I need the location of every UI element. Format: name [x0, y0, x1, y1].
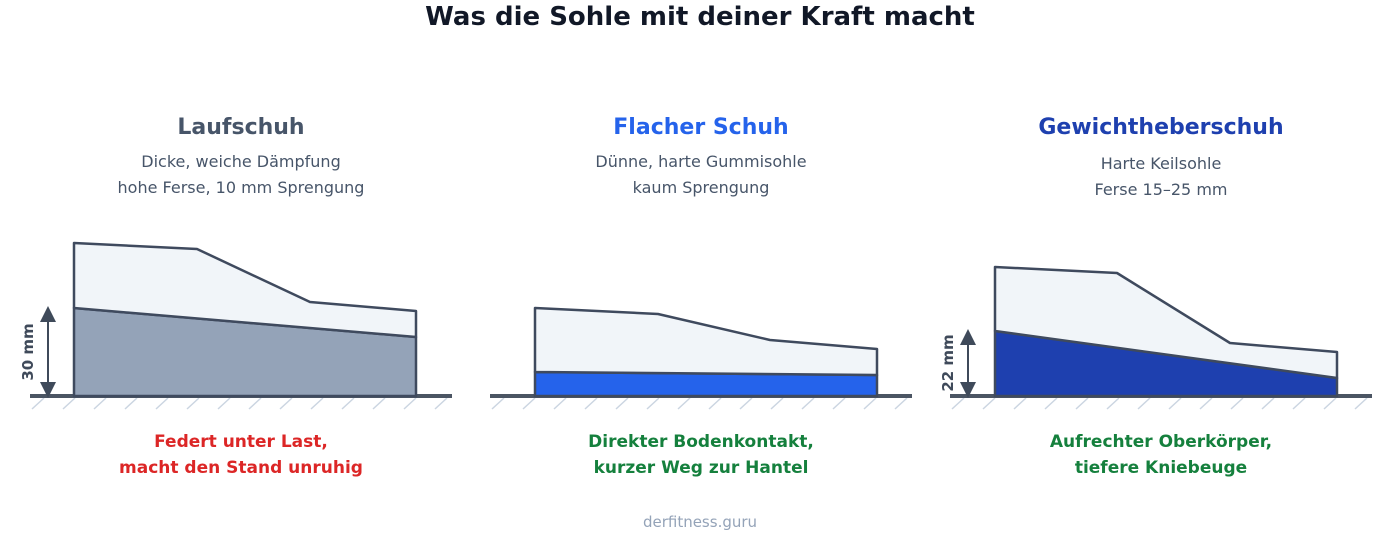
verdict-weightlifting-line1: Aufrechter Oberkörper,	[1050, 432, 1272, 452]
ground-hatch-mark	[62, 397, 76, 410]
ground-hatch-mark	[491, 397, 505, 410]
dimension-label-weightlifting: 22 mm	[939, 334, 957, 391]
ground-hatch-mark	[677, 397, 691, 410]
verdict-flat-line1: Direkter Bodenkontakt,	[588, 432, 814, 452]
ground-hatch-mark	[310, 397, 324, 410]
ground-running	[30, 394, 452, 410]
verdict-weightlifting-line2: tiefere Kniebeuge	[1075, 458, 1247, 478]
shoe-desc-flat-line2: kaum Sprengung	[633, 178, 770, 197]
verdict-running-line1: Federt unter Last,	[154, 432, 328, 452]
panel-running-shoe: Laufschuh Dicke, weiche Dämpfung hohe Fe…	[19, 115, 452, 478]
ground-hatch-mark	[341, 397, 355, 410]
ground-hatch-mark	[186, 397, 200, 410]
ground-hatch-mark	[1354, 397, 1368, 410]
ground-hatch-mark	[1261, 397, 1275, 410]
ground-hatch-mark	[248, 397, 262, 410]
ground-hatch-mark	[217, 397, 231, 410]
ground-hatch-mark	[646, 397, 660, 410]
ground-hatch-mark	[708, 397, 722, 410]
panel-flat-shoe: Flacher Schuh Dünne, harte Gummisohle ka…	[490, 115, 912, 478]
ground-weightlifting	[950, 394, 1372, 410]
ground-hatch-mark	[832, 397, 846, 410]
ground-hatch-mark	[279, 397, 293, 410]
ground-hatch-mark	[1137, 397, 1151, 410]
ground-hatch-mark	[801, 397, 815, 410]
ground-hatch-mark	[1323, 397, 1337, 410]
ground-hatch-mark	[372, 397, 386, 410]
ground-hatch-mark	[770, 397, 784, 410]
verdict-running-line2: macht den Stand unruhig	[119, 458, 363, 478]
ground-hatch-mark	[863, 397, 877, 410]
ground-hatch-mark	[124, 397, 138, 410]
ground-hatch-mark	[155, 397, 169, 410]
ground-hatch-mark	[1292, 397, 1306, 410]
ground-hatch-mark	[615, 397, 629, 410]
ground-hatch-mark	[1013, 397, 1027, 410]
shoe-desc-running-line2: hohe Ferse, 10 mm Sprengung	[118, 178, 365, 197]
ground-flat	[490, 394, 912, 410]
ground-hatch-mark	[31, 397, 45, 410]
shoe-title-flat: Flacher Schuh	[613, 115, 788, 140]
ground-hatch-mark	[553, 397, 567, 410]
panel-weightlifting-shoe: Gewichtheberschuh Harte Keilsohle Ferse …	[939, 115, 1372, 478]
shoe-desc-flat-line1: Dünne, harte Gummisohle	[595, 152, 806, 171]
ground-hatch-mark	[1168, 397, 1182, 410]
ground-hatch-mark	[1199, 397, 1213, 410]
dimension-label-running: 30 mm	[19, 323, 37, 380]
ground-hatch-mark	[434, 397, 448, 410]
shoe-desc-running-line1: Dicke, weiche Dämpfung	[141, 152, 340, 171]
shoe-desc-weightlifting-line2: Ferse 15–25 mm	[1095, 180, 1228, 199]
verdict-flat-line2: kurzer Weg zur Hantel	[594, 458, 809, 478]
ground-hatch-mark	[739, 397, 753, 410]
ground-hatch-mark	[982, 397, 996, 410]
footer-source: derfitness.guru	[643, 513, 757, 531]
shoe-upper-weightlifting	[993, 265, 1339, 380]
shoe-desc-weightlifting-line1: Harte Keilsohle	[1101, 154, 1222, 173]
ground-hatch-mark	[951, 397, 965, 410]
ground-hatch-mark	[1044, 397, 1058, 410]
page-title: Was die Sohle mit deiner Kraft macht	[425, 2, 975, 32]
shoe-title-weightlifting: Gewichtheberschuh	[1038, 115, 1283, 140]
shoe-upper-running	[72, 241, 418, 339]
ground-hatch-mark	[584, 397, 598, 410]
ground-hatch-mark	[1230, 397, 1244, 410]
shoe-title-running: Laufschuh	[177, 115, 304, 140]
ground-hatch-mark	[93, 397, 107, 410]
ground-hatch-mark	[894, 397, 908, 410]
ground-hatch-mark	[1106, 397, 1120, 410]
ground-hatch-mark	[403, 397, 417, 410]
shoe-upper-flat	[533, 306, 879, 377]
ground-hatch-mark	[1075, 397, 1089, 410]
ground-hatch-mark	[522, 397, 536, 410]
